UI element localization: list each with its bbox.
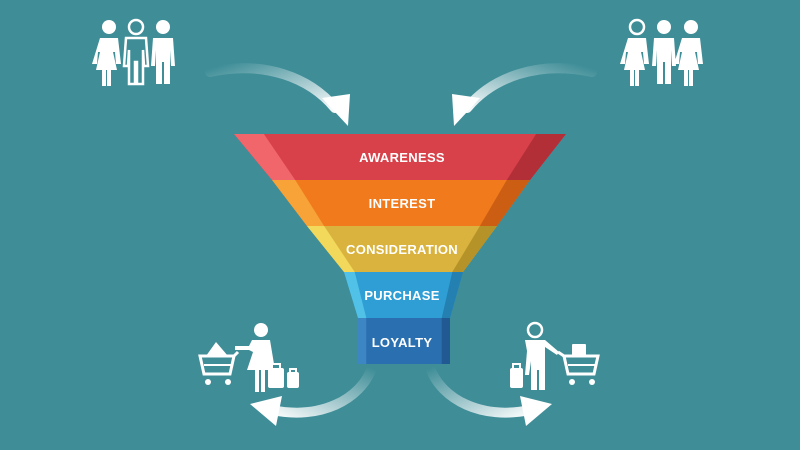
stage-label-interest: INTEREST [369, 196, 436, 211]
people-group-icon [620, 18, 703, 86]
funnel-stage-purchase [344, 272, 463, 318]
shopping-cart-icon [557, 344, 600, 385]
shopping-cart-icon [198, 342, 240, 385]
people-group-icon [92, 18, 175, 86]
funnel-stage-interest [272, 180, 530, 226]
shopper-with-cart-icon [198, 323, 299, 392]
funnel [234, 134, 566, 364]
shopper-with-cart-icon [510, 321, 600, 390]
curved-arrow-icon [250, 363, 377, 426]
curved-arrow-icon [452, 63, 597, 126]
funnel-stage-awareness [234, 134, 566, 180]
stage-label-purchase: PURCHASE [364, 288, 439, 303]
stage-label-awareness: AWARENESS [359, 150, 445, 165]
funnel-stage-loyalty [358, 318, 450, 364]
stage-label-loyalty: LOYALTY [372, 335, 433, 350]
funnel-stage-consideration [307, 226, 497, 272]
curved-arrow-icon [205, 63, 350, 126]
curved-arrow-icon [425, 363, 552, 426]
stage-label-consideration: CONSIDERATION [346, 242, 458, 257]
